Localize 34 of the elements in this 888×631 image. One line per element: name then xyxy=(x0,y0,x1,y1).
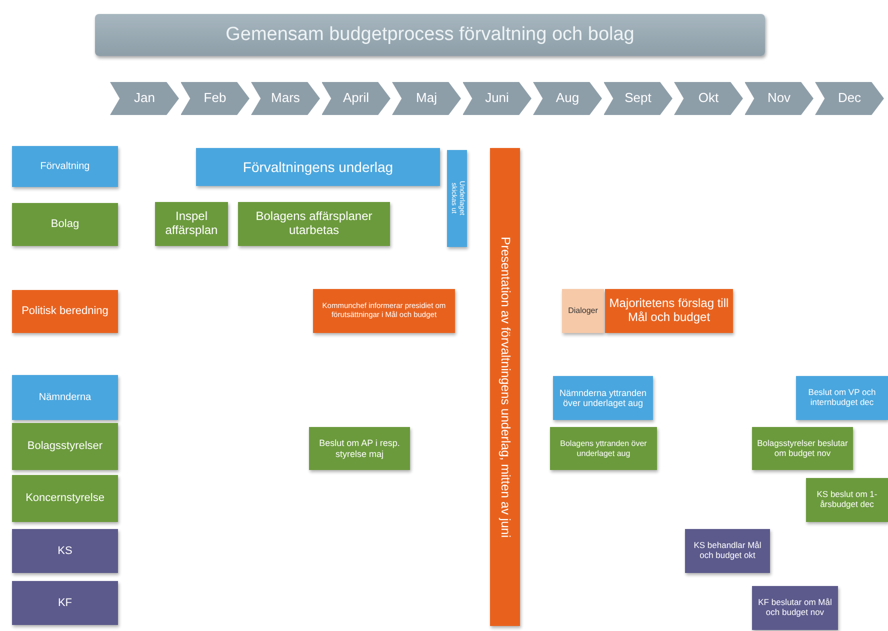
month-tab: Jan xyxy=(110,82,179,115)
process-box: Nämnderna yttranden över underlaget aug xyxy=(553,376,653,420)
process-box: KF beslutar om Mål och budget nov xyxy=(752,586,838,630)
month-tab: Feb xyxy=(180,82,250,115)
process-box: Majoritetens förslag till Mål och budget xyxy=(605,289,733,333)
process-box: Bolagsstyrelser xyxy=(12,423,118,470)
process-box: Politisk beredning xyxy=(12,290,118,333)
process-box: Beslut om AP i resp. styrelse maj xyxy=(309,427,410,470)
process-box: Koncernstyrelse xyxy=(12,475,118,522)
month-tab: Mars xyxy=(251,82,320,115)
month-tab: Maj xyxy=(392,82,461,115)
process-box: KF xyxy=(12,581,118,625)
process-box: Bolagens affärsplaner utarbetas xyxy=(238,202,390,246)
milestone-bar: Presentation av förvaltningens underlag, mitten av juni xyxy=(490,148,520,626)
process-box: Beslut om VP och internbudget dec xyxy=(796,376,888,420)
process-box: Bolagens yttranden över underlaget aug xyxy=(550,427,657,470)
process-box: Bolagsstyrelser beslutar om budget nov xyxy=(752,427,853,470)
month-tab: Juni xyxy=(462,82,532,115)
process-box: Bolag xyxy=(12,203,118,246)
month-tab: Dec xyxy=(815,82,884,115)
month-tab: Sept xyxy=(604,82,672,115)
process-box: Förvaltningens underlag xyxy=(196,148,440,186)
process-box: Inspel affärsplan xyxy=(155,202,228,246)
month-tab: April xyxy=(322,82,390,115)
process-box: Nämnderna xyxy=(12,375,118,420)
month-tab: Aug xyxy=(533,82,602,115)
process-box: KS xyxy=(12,529,118,573)
process-box: KS beslut om 1-årsbudget dec xyxy=(806,478,888,522)
month-tab: Nov xyxy=(744,82,814,115)
title-banner: Gemensam budgetprocess förvaltning och bolag xyxy=(95,14,765,56)
month-tab: Okt xyxy=(674,82,743,115)
process-box: Förvaltning xyxy=(12,146,118,187)
process-box: KS behandlar Mål och budget okt xyxy=(685,529,770,573)
process-box: Dialoger xyxy=(562,289,604,333)
